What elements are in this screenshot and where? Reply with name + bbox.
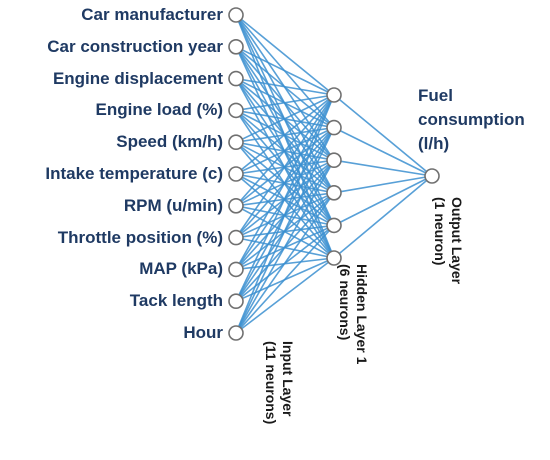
input-hidden-edge [235,94,335,239]
input-hidden-edge [235,94,335,334]
output-title-line2: consumption [418,110,525,129]
hidden-neuron [326,152,342,168]
input-hidden-edge [235,94,335,143]
neuron-nodes [228,7,440,341]
input-neuron [228,261,244,278]
input-hidden-edge [235,224,335,334]
input-hidden-edge [235,127,335,334]
hidden-neuron [326,250,342,266]
input-hidden-edge [235,94,335,175]
input-layer-label-line2: (11 neurons) [263,341,279,425]
input-neuron [228,229,244,246]
input-hidden-edge [235,94,335,302]
hidden-output-edge [333,175,433,259]
hidden-output-edge [333,159,433,177]
input-hidden-edge [235,94,335,207]
input-feature-label: Throttle position (%) [57,227,223,247]
input-feature-label: Engine load (%) [95,100,224,120]
hidden-layer-label-line1: Hidden Layer 1 [354,264,370,365]
input-neuron [228,166,244,182]
input-neuron [228,134,244,150]
input-neuron [228,293,244,310]
input-hidden-edge [235,159,335,334]
input-neuron [228,70,244,87]
input-feature-label: Car manufacturer [81,5,223,24]
input-hidden-edge [235,94,335,112]
input-hidden-edge [235,77,335,96]
output-title: Fuel consumption (l/h) [418,84,525,156]
output-layer-label: Output Layer (1 neuron) [431,197,465,284]
hidden-neuron [326,217,342,234]
input-hidden-edge [235,257,335,334]
hidden-output-edge [333,175,433,227]
output-layer-label-line2: (1 neuron) [432,197,448,266]
hidden-output-edge [333,126,433,177]
input-feature-label: Car construction year [47,36,223,56]
input-feature-label: MAP (kPa) [139,259,223,279]
input-neuron [228,102,244,119]
connection-edges [235,14,433,334]
output-layer-label-line1: Output Layer [449,197,465,285]
output-neuron [424,168,440,184]
input-feature-label: Hour [183,323,223,342]
input-feature-label: Intake temperature (c) [45,164,223,183]
input-layer-label: Input Layer (11 neurons) [262,341,296,424]
hidden-output-edge [333,94,433,177]
input-layer-label-line1: Input Layer [280,341,296,417]
hidden-neuron [326,185,342,201]
hidden-layer-label-line2: (6 neurons) [337,264,353,341]
input-feature-label: Engine displacement [52,68,223,88]
input-feature-label: RPM (u/min) [123,195,223,215]
input-feature-label: Speed (km/h) [116,132,223,152]
input-feature-label: Tack length [129,291,223,311]
hidden-neuron [326,119,342,136]
input-hidden-edge [235,94,335,270]
hidden-layer-label: Hidden Layer 1 (6 neurons) [336,264,370,364]
input-hidden-edge [235,46,335,96]
input-hidden-edge [235,14,335,96]
input-neuron [228,198,244,214]
output-title-line3: (l/h) [418,134,450,153]
input-neuron [228,38,244,55]
hidden-neuron [326,87,342,103]
output-title-line1: Fuel [418,86,453,105]
input-hidden-edge [235,192,335,334]
hidden-output-edge [333,175,433,194]
input-neuron [228,325,244,341]
input-neuron [228,7,244,23]
